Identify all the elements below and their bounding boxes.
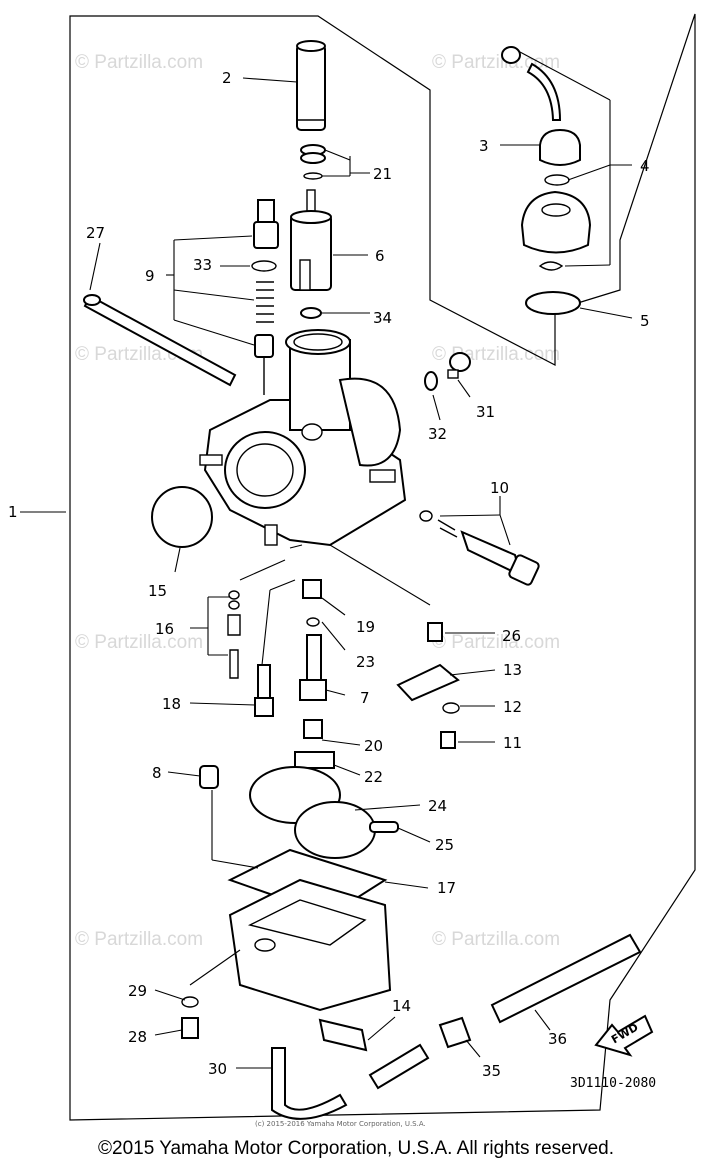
part-4-assembly <box>501 46 592 271</box>
part-25-pin <box>369 821 399 833</box>
callout-6: 6 <box>375 247 385 265</box>
footer-copyright: ©2015 Yamaha Motor Corporation, U.S.A. A… <box>98 1138 614 1159</box>
part-9-adjuster <box>251 199 279 395</box>
part-26-jet <box>427 622 443 642</box>
part-10-pilot-screw <box>419 510 540 586</box>
fwd-arrow-icon: FWD <box>594 1014 654 1057</box>
part-29-washer <box>181 996 199 1008</box>
part-13-gasket <box>396 663 460 702</box>
part-21-spring <box>300 144 326 180</box>
watermark: © Partzilla.com <box>432 929 560 950</box>
part-31-screw <box>447 352 471 379</box>
part-27-pipe <box>83 294 237 387</box>
callout-9: 9 <box>145 267 155 285</box>
part-19-jet <box>302 579 322 599</box>
part-6-throttle-valve <box>290 189 332 291</box>
watermark: © Partzilla.com <box>432 52 560 73</box>
float-bowl <box>228 878 392 1012</box>
callout-11: 11 <box>503 734 522 752</box>
callout-26: 26 <box>502 627 521 645</box>
callout-17: 17 <box>437 879 456 897</box>
callout-2: 2 <box>222 69 232 87</box>
callout-7: 7 <box>360 689 370 707</box>
callout-23: 23 <box>356 653 375 671</box>
callout-27: 27 <box>86 224 105 242</box>
callout-25: 25 <box>435 836 454 854</box>
callout-34: 34 <box>373 309 392 327</box>
part-14-screw <box>318 1018 368 1052</box>
part-28-screw <box>181 1017 199 1039</box>
callout-33: 33 <box>193 256 212 274</box>
part-2-tube <box>296 40 326 131</box>
part-34-washer <box>300 307 322 319</box>
part-15-oring <box>151 486 213 548</box>
callout-5: 5 <box>640 312 650 330</box>
callout-13: 13 <box>503 661 522 679</box>
carburetor-body <box>199 329 407 547</box>
callout-22: 22 <box>364 768 383 786</box>
callout-labels: 1 2 3 4 5 6 7 8 9 10 11 12 13 14 15 16 1… <box>8 69 650 1080</box>
callout-14: 14 <box>392 997 411 1015</box>
part-24-float <box>249 766 376 859</box>
diagram-code: 3D1110-2080 <box>570 1076 656 1091</box>
callout-4: 4 <box>640 157 650 175</box>
callout-16: 16 <box>155 620 174 638</box>
part-16-jet-set <box>227 590 241 679</box>
watermark: © Partzilla.com <box>75 632 203 653</box>
callout-12: 12 <box>503 698 522 716</box>
part-32-oring <box>424 371 438 391</box>
callout-19: 19 <box>356 618 375 636</box>
callout-24: 24 <box>428 797 447 815</box>
part-23-oring <box>306 617 320 627</box>
part-22-washer <box>294 751 335 769</box>
part-12-washer <box>442 702 460 714</box>
part-8-screw <box>199 765 219 789</box>
part-36-hose <box>490 933 642 1024</box>
callout-36: 36 <box>548 1030 567 1048</box>
watermark: © Partzilla.com <box>75 52 203 73</box>
callout-35: 35 <box>482 1062 501 1080</box>
callout-29: 29 <box>128 982 147 1000</box>
watermark: © Partzilla.com <box>75 929 203 950</box>
part-18-jet <box>254 664 274 717</box>
watermark: © Partzilla.com <box>432 632 560 653</box>
part-30-hose <box>271 1047 348 1120</box>
callout-8: 8 <box>152 764 162 782</box>
callout-31: 31 <box>476 403 495 421</box>
callout-21: 21 <box>373 165 392 183</box>
callout-1: 1 <box>8 503 18 521</box>
callout-15: 15 <box>148 582 167 600</box>
callout-10: 10 <box>490 479 509 497</box>
part-7-needle-jet <box>299 634 327 701</box>
callout-30: 30 <box>208 1060 227 1078</box>
callout-28: 28 <box>128 1028 147 1046</box>
part-11-screw <box>440 731 456 749</box>
callout-3: 3 <box>479 137 489 155</box>
part-35-fitting <box>438 1016 472 1049</box>
callout-32: 32 <box>428 425 447 443</box>
leader-lines <box>20 51 633 1069</box>
part-20-jet <box>303 719 323 739</box>
inner-copyright: (c) 2015-2016 Yamaha Motor Corporation, … <box>255 1120 426 1128</box>
part-5-gasket <box>525 291 581 315</box>
callout-18: 18 <box>162 695 181 713</box>
assembly-boundary <box>69 13 696 1121</box>
callout-20: 20 <box>364 737 383 755</box>
